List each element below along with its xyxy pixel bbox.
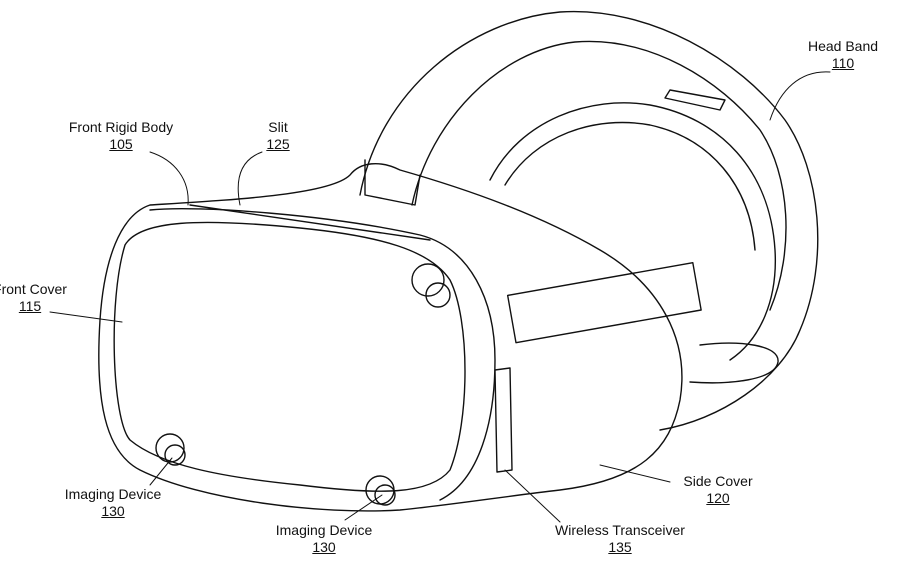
label-front-rigid-body: Front Rigid Body 105 [69,119,173,153]
label-text: Side Cover [683,473,753,489]
reference-number: 130 [101,503,125,519]
reference-number: 130 [312,539,336,555]
label-front-cover: Front Cover 115 [0,281,67,315]
label-text: Wireless Transceiver [555,522,685,538]
label-wireless-transceiver: Wireless Transceiver 135 [555,522,685,556]
label-text: Imaging Device [64,486,162,502]
label-side-cover: Side Cover 120 [683,473,752,507]
label-imaging-device-left: Imaging Device 130 [65,486,162,520]
reference-number: 105 [109,136,133,152]
imaging-devices [155,263,451,506]
label-text: Head Band [807,38,879,54]
front-rigid-body-outline [98,159,683,512]
reference-number: 135 [608,539,632,555]
leader-lines [49,71,831,523]
label-imaging-device-bottom: Imaging Device 130 [276,522,373,556]
label-slit: Slit 125 [266,119,289,153]
reference-number: 110 [831,55,855,71]
reference-number: 125 [266,136,290,152]
label-text: Slit [268,119,288,135]
label-text: Front Rigid Body [68,119,174,135]
reference-number: 115 [18,298,42,314]
label-text: Front Cover [0,281,67,297]
reference-number: 120 [706,490,730,506]
wireless-transceiver-bar [494,262,702,473]
label-text: Imaging Device [275,522,373,538]
head-band-outline [359,10,819,431]
label-head-band: Head Band 110 [808,38,878,72]
